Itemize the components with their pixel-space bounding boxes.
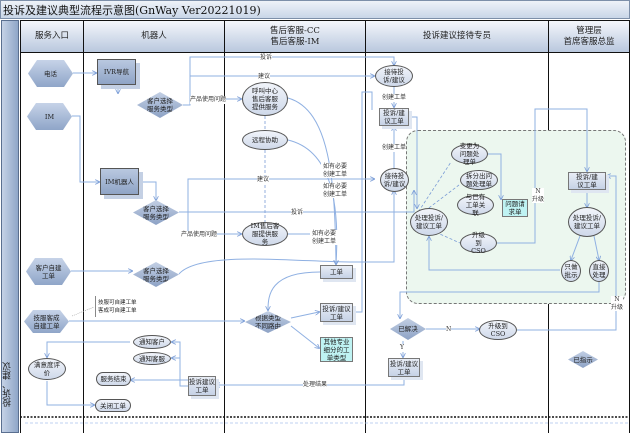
notify-customer[interactable]: 通知客户 bbox=[133, 335, 171, 349]
lane-header-specialist: 投诉建议接待专员 bbox=[365, 20, 549, 53]
escalate-cso-2[interactable]: 升级到CSO bbox=[479, 320, 517, 340]
edge-label-product-issue: 产品使用问题 bbox=[190, 96, 227, 104]
ticket[interactable]: 工单 bbox=[320, 265, 353, 279]
im-aftersales-service[interactable]: IM售后客服提供服务 bbox=[242, 222, 288, 246]
edge-label-product-issue: 产品使用问题 bbox=[181, 231, 218, 239]
problem-request-ticket[interactable]: 问题请求单 bbox=[502, 199, 528, 217]
edge-label-complaint: 投诉 bbox=[260, 54, 273, 62]
im-robot[interactable]: IM机器人 bbox=[100, 168, 139, 195]
direct-handle[interactable]: 直接处理 bbox=[589, 260, 609, 282]
remote-assistance[interactable]: 远程协助 bbox=[242, 130, 288, 150]
annotation-note: 技服可自建工单 客成可自建工单 bbox=[95, 296, 145, 317]
edge-label-suggestion: 建议 bbox=[258, 73, 271, 81]
edge-label-if-needed: 如有必要创建工单 bbox=[310, 230, 338, 245]
lane-divider bbox=[224, 20, 225, 433]
complaint-ticket-mid[interactable]: 投诉/建议工单 bbox=[320, 303, 353, 322]
other-ticket-types[interactable]: 其他专业细分的工单类型 bbox=[320, 337, 353, 362]
lane-header-management: 管理层 首席客服总监 bbox=[548, 20, 630, 53]
edge-label-result: 处理结果 bbox=[303, 381, 328, 389]
edge-label-suggestion: 建议 bbox=[257, 176, 270, 184]
lane-header-entry: 服务入口 bbox=[20, 20, 84, 53]
lane-divider bbox=[83, 20, 84, 433]
decision-route-by-type[interactable]: 根据类型不同路由 bbox=[245, 311, 291, 333]
link-existing-ticket[interactable]: 与已有工单关联 bbox=[457, 193, 494, 217]
complaint-ticket-bottom[interactable]: 投诉/建议工单 bbox=[388, 358, 420, 377]
escalate-cso-1[interactable]: 升级到CSO bbox=[460, 231, 497, 255]
complaint-ticket-top[interactable]: 投诉/建议工单 bbox=[379, 108, 409, 126]
cc-aftersales-service[interactable]: 呼叫中心售后客服提供服务 bbox=[242, 82, 288, 116]
complaint-ticket-left[interactable]: 投诉建议工单 bbox=[188, 376, 216, 396]
mgmt-process-ticket[interactable]: 处理投诉/建议工单 bbox=[568, 207, 606, 237]
diagram-title: 投诉及建议典型流程示意图(GnWay Ver20221019) bbox=[0, 0, 630, 19]
entry-tech-self-ticket[interactable]: 技服客成自建工单 bbox=[24, 310, 69, 333]
lane-header-aftersales: 售后客服-CC 售后客服-IM bbox=[224, 20, 366, 53]
edge-label-create-ticket: 创建工单 bbox=[382, 144, 407, 152]
edge-label-n-escalate: N 升级 bbox=[532, 188, 545, 203]
edge-label-n-escalate: N 升级 bbox=[611, 296, 624, 311]
decision-instructed[interactable]: 已指示 bbox=[568, 351, 598, 368]
process-complaint-ticket[interactable]: 处理投诉/建议工单 bbox=[410, 208, 448, 236]
edge-label-n: N bbox=[446, 326, 452, 334]
lane-container bbox=[20, 20, 630, 433]
satisfaction-survey[interactable]: 满意度评价 bbox=[28, 358, 66, 380]
change-to-problem-ticket[interactable]: 变更为问题处理单 bbox=[451, 142, 488, 166]
mgmt-complaint-ticket[interactable]: 投诉/建议工单 bbox=[568, 172, 606, 190]
edge-label-if-needed: 如有必要创建工单 bbox=[321, 183, 349, 198]
lane-divider bbox=[365, 20, 366, 433]
edge-label-if-needed: 如有必要创建工单 bbox=[321, 163, 349, 178]
split-problem-ticket[interactable]: 拆分出问题处理单 bbox=[460, 170, 498, 190]
instruct-only[interactable]: 只做批示 bbox=[561, 260, 581, 282]
entry-phone[interactable]: 电话 bbox=[28, 60, 73, 87]
entry-im[interactable]: IM bbox=[27, 103, 72, 130]
ivr-navigation[interactable]: IVR导航 bbox=[97, 59, 136, 85]
close-ticket[interactable]: 关闭工单 bbox=[95, 399, 131, 412]
edge-label-complaint: 投诉 bbox=[291, 209, 304, 217]
lane-header-robot: 机器人 bbox=[83, 20, 225, 53]
decision-resolved[interactable]: 已解决 bbox=[390, 318, 426, 340]
receive-complaint-2[interactable]: 接待投诉/建议 bbox=[380, 168, 409, 192]
notify-agent[interactable]: 通知客服 bbox=[133, 352, 171, 365]
receive-complaint-1[interactable]: 接待投诉/建议 bbox=[375, 65, 413, 87]
edge-label-y: Y bbox=[400, 344, 404, 352]
service-end[interactable]: 服务结束 bbox=[96, 372, 131, 386]
edge-label-create-ticket: 创建工单 bbox=[382, 94, 407, 102]
entry-customer-self-ticket[interactable]: 客户自建工单 bbox=[26, 258, 71, 285]
